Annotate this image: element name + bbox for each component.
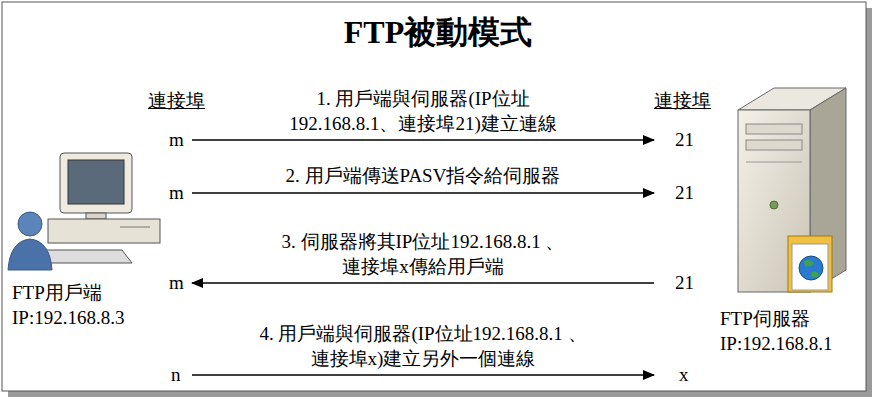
folder-paper — [792, 244, 828, 290]
power-button — [770, 201, 778, 209]
port-name: m — [169, 128, 184, 153]
user-body — [8, 239, 52, 270]
port-name: 21 — [675, 128, 694, 153]
user-head — [18, 212, 42, 236]
monitor-body — [60, 153, 132, 213]
message-arrow — [192, 139, 654, 140]
diagram-title: FTP被動模式 — [0, 12, 876, 54]
drive-bay — [746, 124, 802, 134]
ip-address: IP:192.168.8.1 — [720, 332, 832, 357]
frame-border — [2, 2, 866, 391]
client-computer — [8, 153, 160, 270]
port-name: 21 — [675, 181, 694, 206]
node-caption: FTP用戶端IP:192.168.8.3 — [12, 281, 124, 330]
globe — [799, 256, 823, 280]
globe-land — [811, 272, 819, 278]
step-label: 4. 用戶端與伺服器(IP位址192.168.8.1 、連接埠x)建立另外一個連… — [253, 322, 593, 371]
port-header: 連接埠 — [148, 89, 205, 114]
folder-back — [788, 236, 832, 292]
server-tower — [738, 88, 846, 292]
message-arrow — [192, 192, 654, 193]
node-caption: FTP伺服器IP:192.168.8.1 — [720, 307, 832, 356]
device-name: FTP伺服器 — [720, 307, 832, 332]
port-header: 連接埠 — [654, 89, 711, 114]
ip-address: IP:192.168.8.3 — [12, 306, 124, 331]
computer-case — [48, 219, 160, 243]
port-name: n — [171, 363, 181, 388]
port-name: 21 — [675, 271, 694, 296]
step-label: 1. 用戶端與伺服器(IP位址 192.168.8.1、連接埠21)建立連線 — [273, 87, 573, 136]
port-name: m — [169, 181, 184, 206]
step-label: 3. 伺服器將其IP位址192.168.8.1 、連接埠x傳給用戶端 — [273, 230, 573, 279]
message-arrow — [192, 374, 654, 375]
globe-land — [804, 260, 814, 267]
monitor-stand — [86, 213, 106, 219]
message-arrow — [192, 282, 654, 283]
drive-bay — [746, 140, 802, 150]
panel-line — [746, 162, 802, 163]
step-label: 2. 用戶端傳送PASV指令給伺服器 — [263, 164, 583, 189]
drive-slot — [120, 227, 150, 228]
monitor-screen — [68, 160, 124, 204]
device-node: FTP用戶端IP:192.168.8.3 — [8, 85, 192, 390]
port-name: m — [169, 271, 184, 296]
device-name: FTP用戶端 — [12, 281, 124, 306]
port-name: x — [679, 363, 689, 388]
